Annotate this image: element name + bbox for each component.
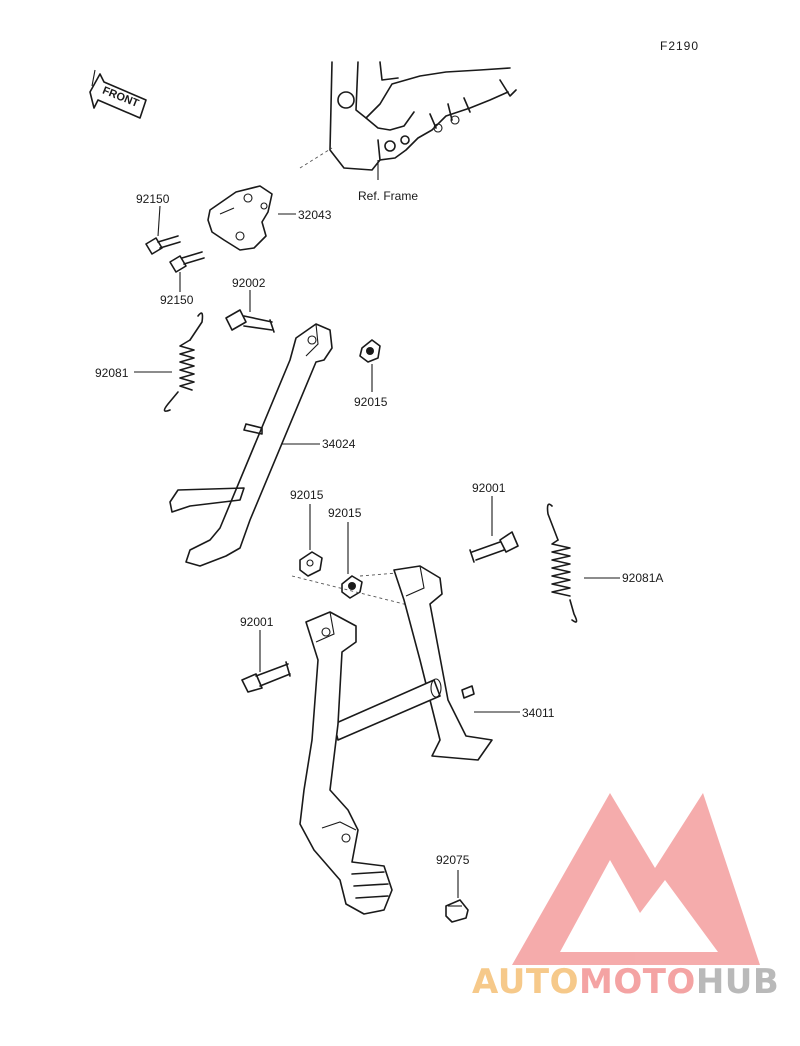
part-label-92015-b: 92015 xyxy=(290,488,324,502)
watermark-text: AUTOMOTOHUB xyxy=(472,962,779,1002)
part-label-32043: 32043 xyxy=(298,208,332,222)
bolt-92150-a: 92150 xyxy=(136,192,181,255)
part-label-92081A: 92081A xyxy=(622,571,663,585)
watermark-logo-icon xyxy=(512,793,760,965)
rubber-92075: 92075 xyxy=(436,853,470,923)
part-label-92150-b: 92150 xyxy=(160,293,194,307)
part-label-34024: 34024 xyxy=(322,437,356,451)
part-label-92075: 92075 xyxy=(436,853,470,867)
nut-92015-b: 92015 xyxy=(290,488,324,577)
nut-92015-a: 92015 xyxy=(354,339,388,409)
front-arrow-icon: FRONT xyxy=(89,69,147,119)
part-label-92001-a: 92001 xyxy=(472,481,506,495)
watermark-hub: HUB xyxy=(696,962,779,1002)
main-stand-34011: 34011 xyxy=(299,565,555,915)
frame-reference: Ref. Frame xyxy=(299,61,517,203)
part-label-92015-a: 92015 xyxy=(354,395,388,409)
watermark-auto: AUTO xyxy=(472,962,579,1002)
bolt-92001-b: 92001 xyxy=(240,615,291,693)
part-label-92081: 92081 xyxy=(95,366,129,380)
ref-frame-label: Ref. Frame xyxy=(358,189,418,203)
bolt-92002: 92002 xyxy=(225,276,275,333)
part-label-92150-a: 92150 xyxy=(136,192,170,206)
bracket-32043: 32043 xyxy=(207,185,332,251)
bolt-92150-b: 92150 xyxy=(160,251,205,307)
part-label-92002: 92002 xyxy=(232,276,266,290)
spring-92081: 92081 xyxy=(95,312,204,412)
figure-code: F2190 xyxy=(660,39,699,53)
part-label-92015-c: 92015 xyxy=(328,506,362,520)
side-stand-34024: 34024 xyxy=(169,323,356,567)
part-label-92001-b: 92001 xyxy=(240,615,274,629)
nut-92015-c: 92015 xyxy=(328,506,363,599)
watermark-moto: MOTO xyxy=(579,962,696,1002)
spring-92081a: 92081A xyxy=(546,503,663,623)
part-label-34011: 34011 xyxy=(522,706,555,720)
bolt-92001-a: 92001 xyxy=(469,481,519,563)
